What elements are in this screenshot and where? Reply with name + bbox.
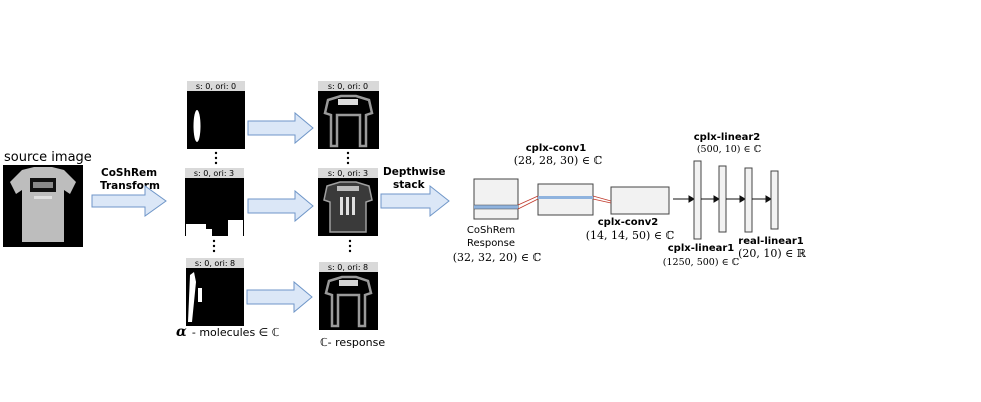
linear3-bar — [744, 167, 753, 233]
link-line — [592, 198, 612, 204]
conv1-shape: (28, 28, 30) ∈ ℂ — [514, 154, 603, 167]
depthwise-label-2: stack — [393, 179, 426, 191]
real-linear-shape: (20, 10) ∈ ℝ — [738, 247, 807, 260]
arrow-ori8 — [246, 280, 313, 314]
conv2-shape: (14, 14, 50) ∈ ℂ — [586, 229, 675, 242]
vertical-dots — [348, 239, 352, 253]
vertical-dots — [214, 151, 218, 165]
arrow-ori0 — [247, 111, 314, 145]
linear2-shape: (500, 10) ∈ ℂ — [697, 144, 762, 155]
linear1-name: cplx-linear1 — [668, 243, 735, 254]
link-line — [517, 198, 539, 210]
molecule-panel-ori8: s: 0, ori: 8 — [186, 258, 244, 326]
vertical-dots — [212, 239, 216, 253]
molecule-header-ori3: s: 0, ori: 3 — [194, 169, 234, 178]
coshrem-transform-label-1: CoShRem — [101, 167, 157, 179]
fc-arrow — [673, 195, 695, 203]
response-panel-ori0: s: 0, ori: 0 — [318, 81, 379, 149]
alpha-symbol: α — [176, 324, 187, 340]
molecule-header-ori8: s: 0, ori: 8 — [195, 259, 235, 268]
coshrem-response-shape: (32, 32, 20) ∈ ℂ — [453, 251, 542, 264]
link-line — [592, 195, 612, 202]
molecule-panel-ori3: s: 0, ori: 3 — [185, 168, 244, 236]
depthwise-label-1: Depthwise — [383, 166, 446, 178]
fc-arrow — [701, 195, 720, 203]
link-line — [517, 195, 539, 206]
coshrem-response-block — [473, 178, 519, 220]
molecule-header-ori0: s: 0, ori: 0 — [196, 82, 236, 91]
molecules-caption-text: - molecules ∈ ℂ — [192, 326, 280, 339]
fc-arrow — [752, 195, 772, 203]
linear2-bar — [718, 165, 727, 233]
coshrem-response-label-1: CoShRem — [467, 225, 515, 236]
source-image — [3, 165, 83, 247]
conv2-block — [610, 186, 670, 215]
response-caption: ℂ- response — [320, 336, 385, 349]
coshrem-response-label-2: Response — [467, 238, 515, 249]
arrow-ori3 — [247, 189, 314, 223]
response-panel-ori3: s: 0, ori: 3 — [318, 168, 378, 236]
response-header-ori3: s: 0, ori: 3 — [328, 169, 368, 178]
response-header-ori8: s: 0, ori: 8 — [328, 263, 368, 272]
fc-arrow — [726, 195, 746, 203]
vertical-dots — [346, 151, 350, 165]
molecules-caption: α - molecules ∈ ℂ — [176, 321, 279, 340]
response-panel-ori8: s: 0, ori: 8 — [319, 262, 378, 330]
linear2-name: cplx-linear2 — [694, 132, 761, 143]
linear1-shape: (1250, 500) ∈ ℂ — [663, 257, 740, 268]
transform-arrow — [91, 185, 167, 217]
real-linear-bar — [770, 170, 779, 230]
real-linear-name: real-linear1 — [738, 236, 803, 247]
molecule-panel-ori0: s: 0, ori: 0 — [187, 81, 245, 149]
response-header-ori0: s: 0, ori: 0 — [328, 82, 368, 91]
conv1-name: cplx-conv1 — [526, 143, 587, 154]
conv1-block — [537, 183, 594, 216]
source-image-label: source image — [4, 150, 92, 165]
depthwise-arrow — [380, 184, 450, 218]
linear1-bar — [693, 160, 702, 240]
conv2-name: cplx-conv2 — [598, 217, 659, 228]
